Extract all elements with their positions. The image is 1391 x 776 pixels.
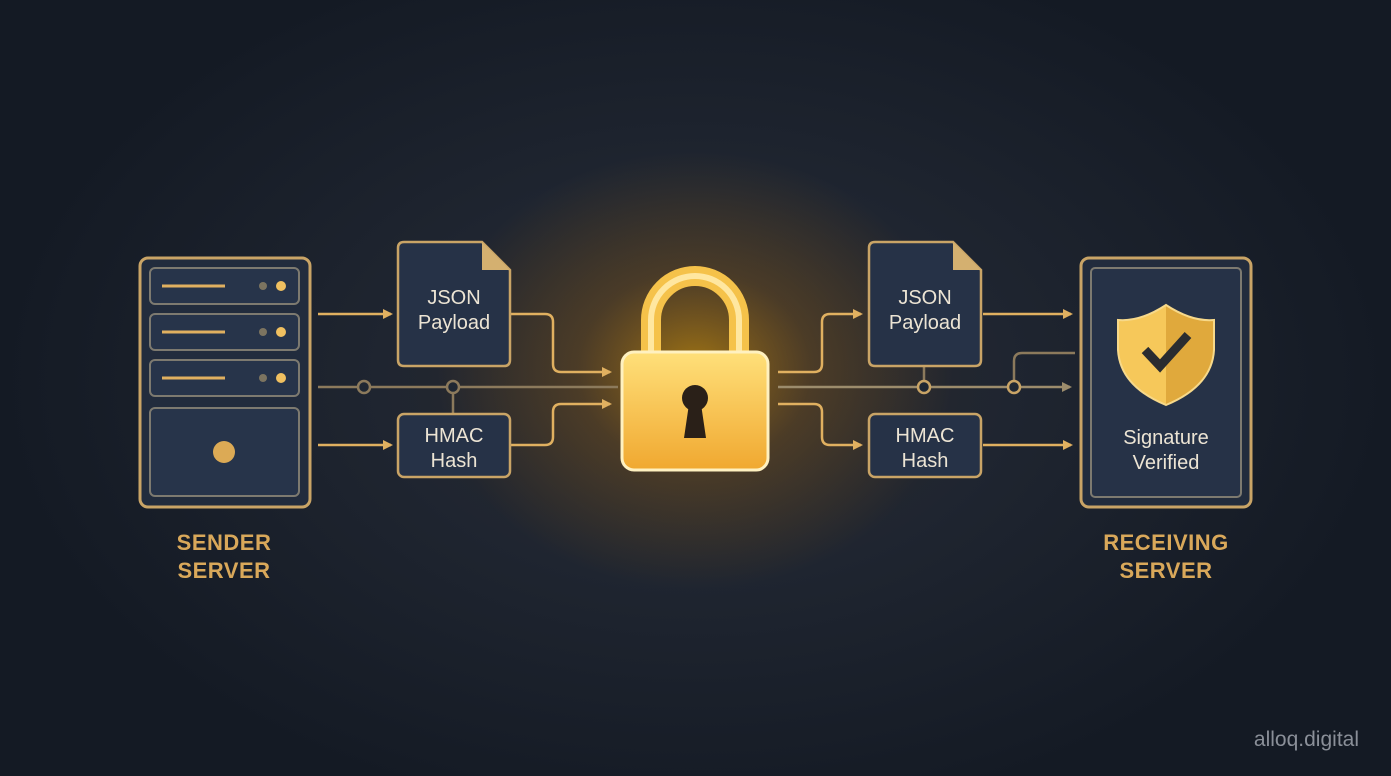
status-line2: Verified	[1133, 452, 1200, 474]
shield-check-icon	[1117, 303, 1215, 407]
left-hash-line1: HMAC	[425, 425, 484, 447]
lock-icon	[620, 266, 770, 472]
right-connectors	[778, 309, 1075, 450]
left-payload-line2: Payload	[418, 312, 490, 334]
right-hash-line2: Hash	[902, 450, 949, 472]
left-payload-line1: JSON	[427, 287, 480, 309]
left-hash-box	[396, 412, 512, 479]
status-line1: Signature	[1123, 427, 1209, 449]
sender-label-line1: SENDER	[176, 530, 272, 555]
right-payload-line2: Payload	[889, 312, 961, 334]
left-hash-line2: Hash	[431, 450, 478, 472]
right-hash-line1: HMAC	[896, 425, 955, 447]
left-connectors	[318, 309, 618, 450]
right-payload-line1: JSON	[898, 287, 951, 309]
right-hash-box	[867, 412, 983, 479]
receiver-label-line1: RECEIVING	[1103, 530, 1229, 555]
server-icon	[138, 256, 312, 509]
hash-to-lock	[510, 399, 612, 447]
receiver-label: RECEIVING SERVER	[1066, 529, 1266, 585]
document-icon	[396, 240, 512, 368]
sender-label: SENDER SERVER	[124, 529, 324, 585]
payload-to-lock	[510, 312, 612, 377]
receiver-label-line2: SERVER	[1119, 558, 1213, 583]
sender-label-line2: SERVER	[177, 558, 271, 583]
document-icon	[867, 240, 983, 368]
watermark: alloq.digital	[1253, 728, 1359, 751]
